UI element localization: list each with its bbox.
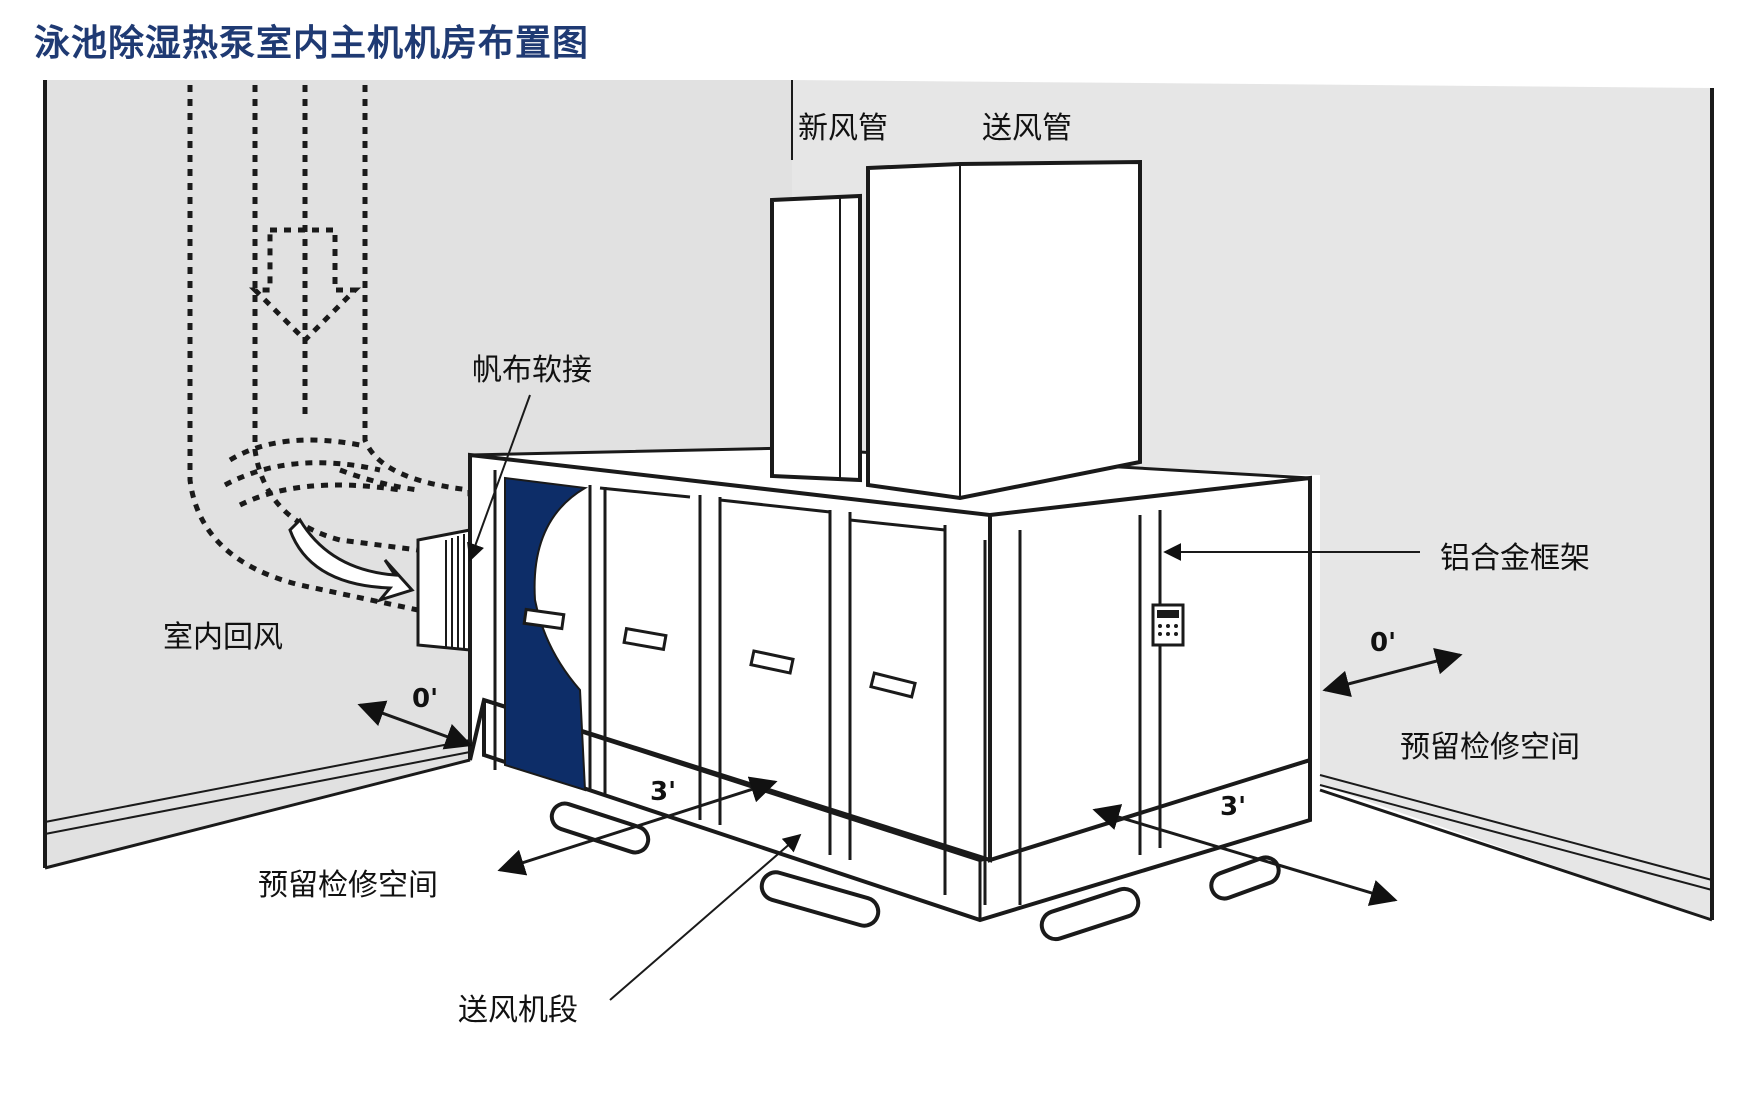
return-air-duct-dotted — [187, 85, 473, 613]
page-title: 泳池除湿热泵室内主机机房布置图 — [34, 23, 590, 64]
blue-access-panel — [504, 476, 589, 792]
right-clearance-arrow — [1322, 648, 1463, 697]
supply-fan-section-label: 送风机段 — [458, 993, 578, 1028]
right-clearance-value: 0' — [1370, 628, 1397, 658]
supply-air-duct — [866, 159, 1142, 501]
canvas-joint-leader — [467, 394, 531, 562]
indoor-return-air-label: 室内回风 — [163, 620, 283, 655]
aluminum-frame-label: 铝合金框架 — [1440, 541, 1590, 576]
service-space-right-label: 预留检修空间 — [1400, 730, 1580, 765]
fresh-air-duct — [770, 193, 862, 483]
control-panel — [1151, 603, 1185, 647]
return-air-arrow — [288, 517, 415, 603]
side-clearance-arrow — [1092, 804, 1398, 906]
canvas-joint-label: 帆布软接 — [472, 353, 592, 388]
front-clearance-arrow — [497, 776, 778, 876]
left-clearance-value: 0' — [412, 684, 439, 714]
side-clearance-value: 3' — [1220, 792, 1247, 822]
supply-air-duct-label: 送风管 — [982, 111, 1072, 146]
fan-section-leader — [609, 833, 802, 1001]
service-space-left-label: 预留检修空间 — [258, 868, 438, 903]
left-wall — [45, 80, 792, 868]
left-clearance-arrow — [357, 700, 473, 750]
front-clearance-value: 3' — [650, 777, 677, 807]
fresh-air-duct-label: 新风管 — [798, 111, 888, 146]
canvas-joint-connector — [416, 528, 472, 652]
